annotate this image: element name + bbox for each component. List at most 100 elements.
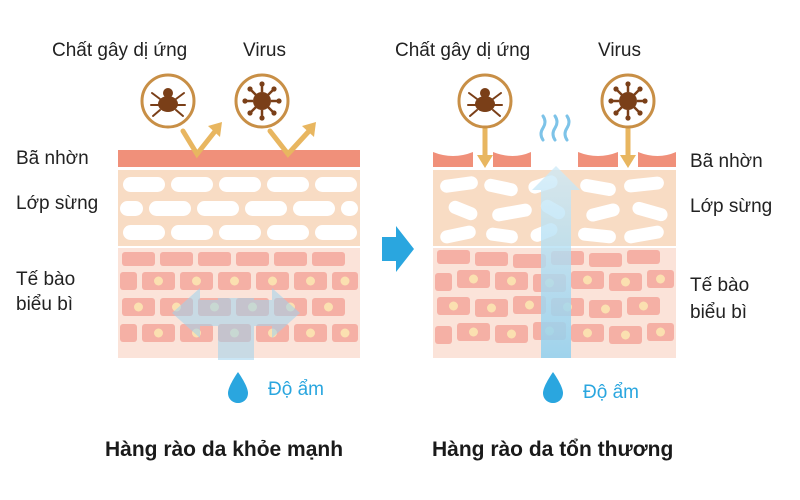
sebum-layer bbox=[118, 150, 360, 167]
cell-nucleus bbox=[192, 276, 201, 286]
epidermis-label-line2: biểu bì bbox=[16, 294, 74, 315]
stratum-cell bbox=[486, 227, 518, 244]
stratum-corneum-label: Lớp sừng bbox=[16, 193, 99, 214]
stratum-cell bbox=[123, 177, 165, 192]
cell-nucleus bbox=[583, 275, 592, 285]
cell-nucleus bbox=[583, 328, 592, 338]
cell-nucleus bbox=[154, 276, 163, 286]
water-drop-icon bbox=[228, 372, 248, 403]
cell-nucleus bbox=[469, 274, 478, 284]
cell-nucleus bbox=[306, 276, 315, 286]
cell-nucleus bbox=[324, 302, 333, 312]
cell-nucleus bbox=[639, 301, 648, 311]
cell-nucleus bbox=[656, 327, 665, 337]
epidermis-cell bbox=[120, 272, 137, 290]
epidermis-cell bbox=[198, 252, 231, 266]
stratum-cells bbox=[120, 177, 358, 240]
epidermis-label-line1: Tế bào bbox=[16, 269, 76, 290]
allergen-label: Chất gây dị ứng bbox=[395, 40, 531, 61]
stratum-cell bbox=[315, 177, 357, 192]
allergen-label: Chất gây dị ứng bbox=[52, 40, 188, 61]
stratum-corneum-label: Lớp sừng bbox=[690, 196, 773, 217]
cell-nucleus bbox=[268, 276, 277, 286]
stratum-cell bbox=[440, 225, 476, 244]
stratum-cell bbox=[315, 225, 357, 240]
deflection-arrowhead-virus bbox=[302, 122, 316, 137]
moisture-retained-arrows bbox=[172, 288, 300, 360]
moisture-label: Độ ẩm bbox=[268, 379, 324, 400]
cell-nucleus bbox=[340, 328, 350, 338]
cell-nucleus bbox=[154, 328, 163, 338]
epidermis-cell bbox=[122, 252, 155, 266]
damaged-barrier-caption: Hàng rào da tổn thương bbox=[432, 438, 674, 461]
stratum-cell bbox=[197, 201, 239, 216]
cell-nucleus bbox=[469, 327, 478, 337]
cell-nucleus bbox=[507, 329, 516, 339]
damaged-skin-panel bbox=[433, 73, 676, 403]
stratum-cell bbox=[123, 225, 165, 240]
stratum-cell bbox=[632, 201, 668, 222]
stratum-cell bbox=[624, 225, 664, 244]
cell-nucleus bbox=[621, 330, 630, 340]
epidermis-cells bbox=[435, 250, 674, 344]
right-arrow-icon bbox=[382, 226, 414, 272]
virus-icon bbox=[234, 73, 290, 129]
moisture-label: Độ ẩm bbox=[583, 382, 639, 403]
dust-mite-icon bbox=[457, 73, 513, 129]
cell-nucleus bbox=[601, 304, 610, 314]
virus-label: Virus bbox=[598, 40, 641, 61]
sebum-label: Bã nhờn bbox=[16, 148, 89, 169]
epidermis-label-line2: biểu bì bbox=[690, 302, 748, 323]
stratum-cell bbox=[219, 225, 261, 240]
stratum-cell bbox=[219, 177, 261, 192]
cell-nucleus bbox=[134, 302, 143, 312]
cell-nucleus bbox=[621, 277, 630, 287]
epidermis-cell bbox=[435, 326, 452, 344]
cell-nucleus bbox=[306, 328, 315, 338]
epidermis-cell bbox=[475, 252, 508, 266]
stratum-cell bbox=[578, 227, 616, 244]
stratum-cell bbox=[245, 201, 287, 216]
sebum-label: Bã nhờn bbox=[690, 151, 763, 172]
epidermis-cell bbox=[120, 324, 137, 342]
deflection-arrow-allergen bbox=[180, 127, 219, 159]
cell-nucleus bbox=[340, 276, 350, 286]
stratum-cell bbox=[341, 201, 358, 216]
epidermis-cell bbox=[435, 273, 452, 291]
epidermis-cell bbox=[274, 252, 307, 266]
stratum-cell bbox=[267, 225, 309, 240]
epidermis-cell bbox=[513, 254, 546, 268]
epidermis-cell bbox=[437, 250, 470, 264]
evaporation-icon bbox=[539, 114, 571, 142]
epidermis-cell bbox=[589, 253, 622, 267]
moisture-escape-arrow bbox=[532, 166, 580, 358]
stratum-cell bbox=[492, 203, 532, 222]
cell-nucleus bbox=[230, 276, 239, 286]
epidermis-cell bbox=[236, 252, 269, 266]
cell-nucleus bbox=[449, 301, 458, 311]
stratum-cell bbox=[440, 176, 478, 193]
stratum-cell bbox=[149, 201, 191, 216]
healthy-barrier-caption: Hàng rào da khỏe mạnh bbox=[105, 438, 344, 461]
virus-icon bbox=[600, 73, 656, 129]
cell-nucleus bbox=[487, 303, 496, 313]
stratum-cell bbox=[484, 178, 518, 197]
stratum-cell bbox=[624, 176, 664, 193]
cell-nucleus bbox=[525, 300, 534, 310]
water-drop-icon bbox=[543, 372, 563, 403]
healthy-skin-panel bbox=[118, 73, 360, 403]
epidermis-label-line1: Tế bào bbox=[690, 275, 750, 296]
virus-label: Virus bbox=[243, 40, 286, 61]
stratum-cell bbox=[267, 177, 309, 192]
stratum-cell bbox=[586, 203, 620, 222]
stratum-cell bbox=[171, 225, 213, 240]
deflection-arrow-virus bbox=[267, 127, 313, 158]
epidermis-cell bbox=[160, 252, 193, 266]
stratum-cell bbox=[448, 200, 478, 221]
stratum-cell bbox=[293, 201, 335, 216]
stratum-cell bbox=[120, 201, 143, 216]
epidermis-cell bbox=[627, 250, 660, 264]
deflection-arrowhead-allergen bbox=[208, 122, 222, 137]
cell-nucleus bbox=[656, 274, 665, 284]
